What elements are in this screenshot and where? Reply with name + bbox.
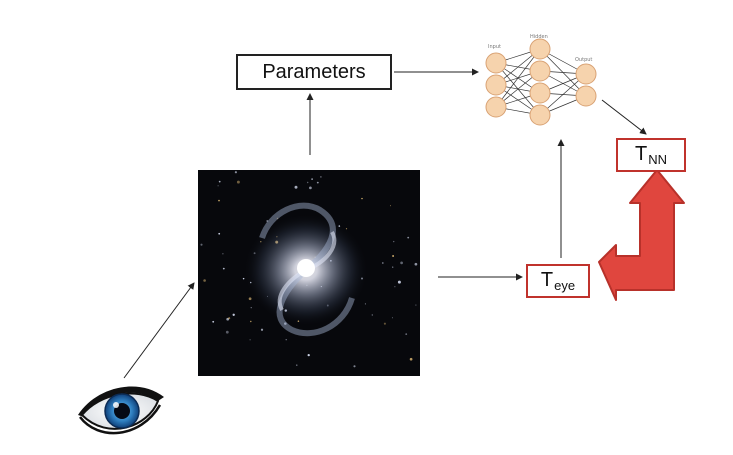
star [200,243,203,246]
network-node-output [575,85,597,107]
star [266,220,269,222]
star [242,277,245,280]
star [405,333,408,335]
network-node-hidden [529,60,551,82]
star [296,364,298,366]
t-eye-box: Teye [526,264,590,298]
star [306,181,309,184]
star [218,199,220,202]
star [400,261,403,265]
star [217,185,219,187]
t-eye-label: Teye [540,269,576,293]
network-node-hidden [529,38,551,60]
network-node-input [485,96,507,118]
star [285,339,287,341]
arrow-eye-to-galaxy [123,282,195,379]
parameters-label: Parameters [262,60,366,83]
star [371,314,373,316]
star [394,286,396,288]
star [392,255,395,257]
eye-icon [78,386,164,435]
star [353,365,356,368]
star [397,280,401,284]
star [218,232,221,235]
star [228,317,231,320]
star [391,317,393,319]
arrow-network-to-tnn [601,99,647,135]
network-node-input [485,74,507,96]
star [309,186,312,190]
star [381,262,384,264]
star [222,253,224,255]
star [250,307,252,309]
t-nn-box: TNN [616,138,686,172]
star [311,178,313,180]
star [225,330,229,334]
network-node-input [485,52,507,74]
layer-label-hidden: Hidden [530,34,548,40]
star [236,180,240,184]
star [409,357,413,361]
connectors [123,68,647,379]
big-red-arrow [598,169,685,301]
star [260,328,264,331]
layer-label-input: Input [488,44,501,50]
star [393,240,395,243]
network-node-hidden [529,104,551,126]
t-nn-label: TNN [635,143,667,167]
star [234,171,237,174]
network-nodes [485,38,597,126]
star [316,181,319,184]
star [390,205,391,207]
star [414,262,418,266]
layer-label-output: Output [575,57,593,63]
galaxy-image [198,170,420,376]
star [218,180,221,183]
star [212,320,215,323]
network-node-hidden [529,82,551,104]
star [407,236,410,239]
star [320,176,322,178]
star [203,279,206,282]
star [276,217,279,220]
star [383,322,386,325]
star [361,197,363,200]
star [294,185,298,189]
star [392,266,394,268]
star [232,313,235,316]
star [248,297,252,301]
star [307,353,310,357]
star [415,304,417,306]
network-edge [495,48,541,108]
star [249,339,251,341]
star [250,320,252,323]
star [364,303,366,305]
network-node-output [575,63,597,85]
parameters-box: Parameters [236,54,392,90]
star [222,267,225,270]
neural-network [485,38,597,126]
